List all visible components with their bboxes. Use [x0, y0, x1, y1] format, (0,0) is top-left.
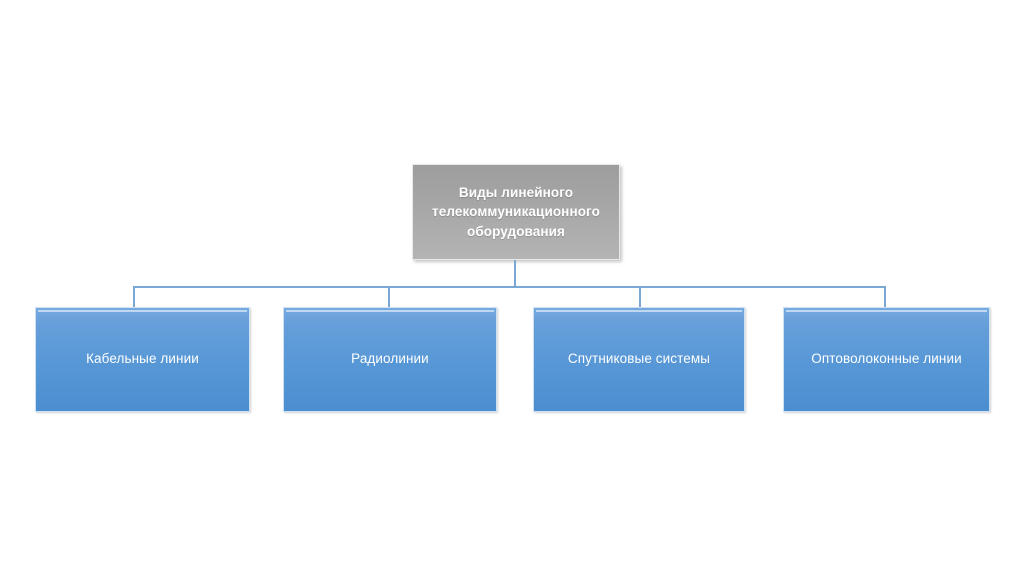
- node-child-3[interactable]: Спутниковые системы: [533, 307, 745, 412]
- connector-drop-2: [388, 286, 390, 307]
- node-child-3-label: Спутниковые системы: [567, 351, 711, 367]
- connector-horizontal-bus: [133, 286, 886, 288]
- connector-drop-4: [884, 286, 886, 307]
- node-child-4-label: Оптоволоконные линии: [811, 351, 962, 367]
- node-child-1-label: Кабельные линии: [86, 351, 199, 367]
- connector-drop-3: [639, 286, 641, 307]
- node-root-label: Виды линейного телекоммуникационного обо…: [432, 185, 600, 239]
- connector-drop-1: [133, 286, 135, 307]
- node-child-4[interactable]: Оптоволоконные линии: [783, 307, 990, 412]
- connector-root-stem: [514, 260, 516, 287]
- node-child-2-label: Радиолинии: [351, 351, 429, 367]
- node-child-1[interactable]: Кабельные линии: [35, 307, 250, 412]
- node-root[interactable]: Виды линейного телекоммуникационного обо…: [412, 164, 620, 260]
- node-child-2[interactable]: Радиолинии: [283, 307, 497, 412]
